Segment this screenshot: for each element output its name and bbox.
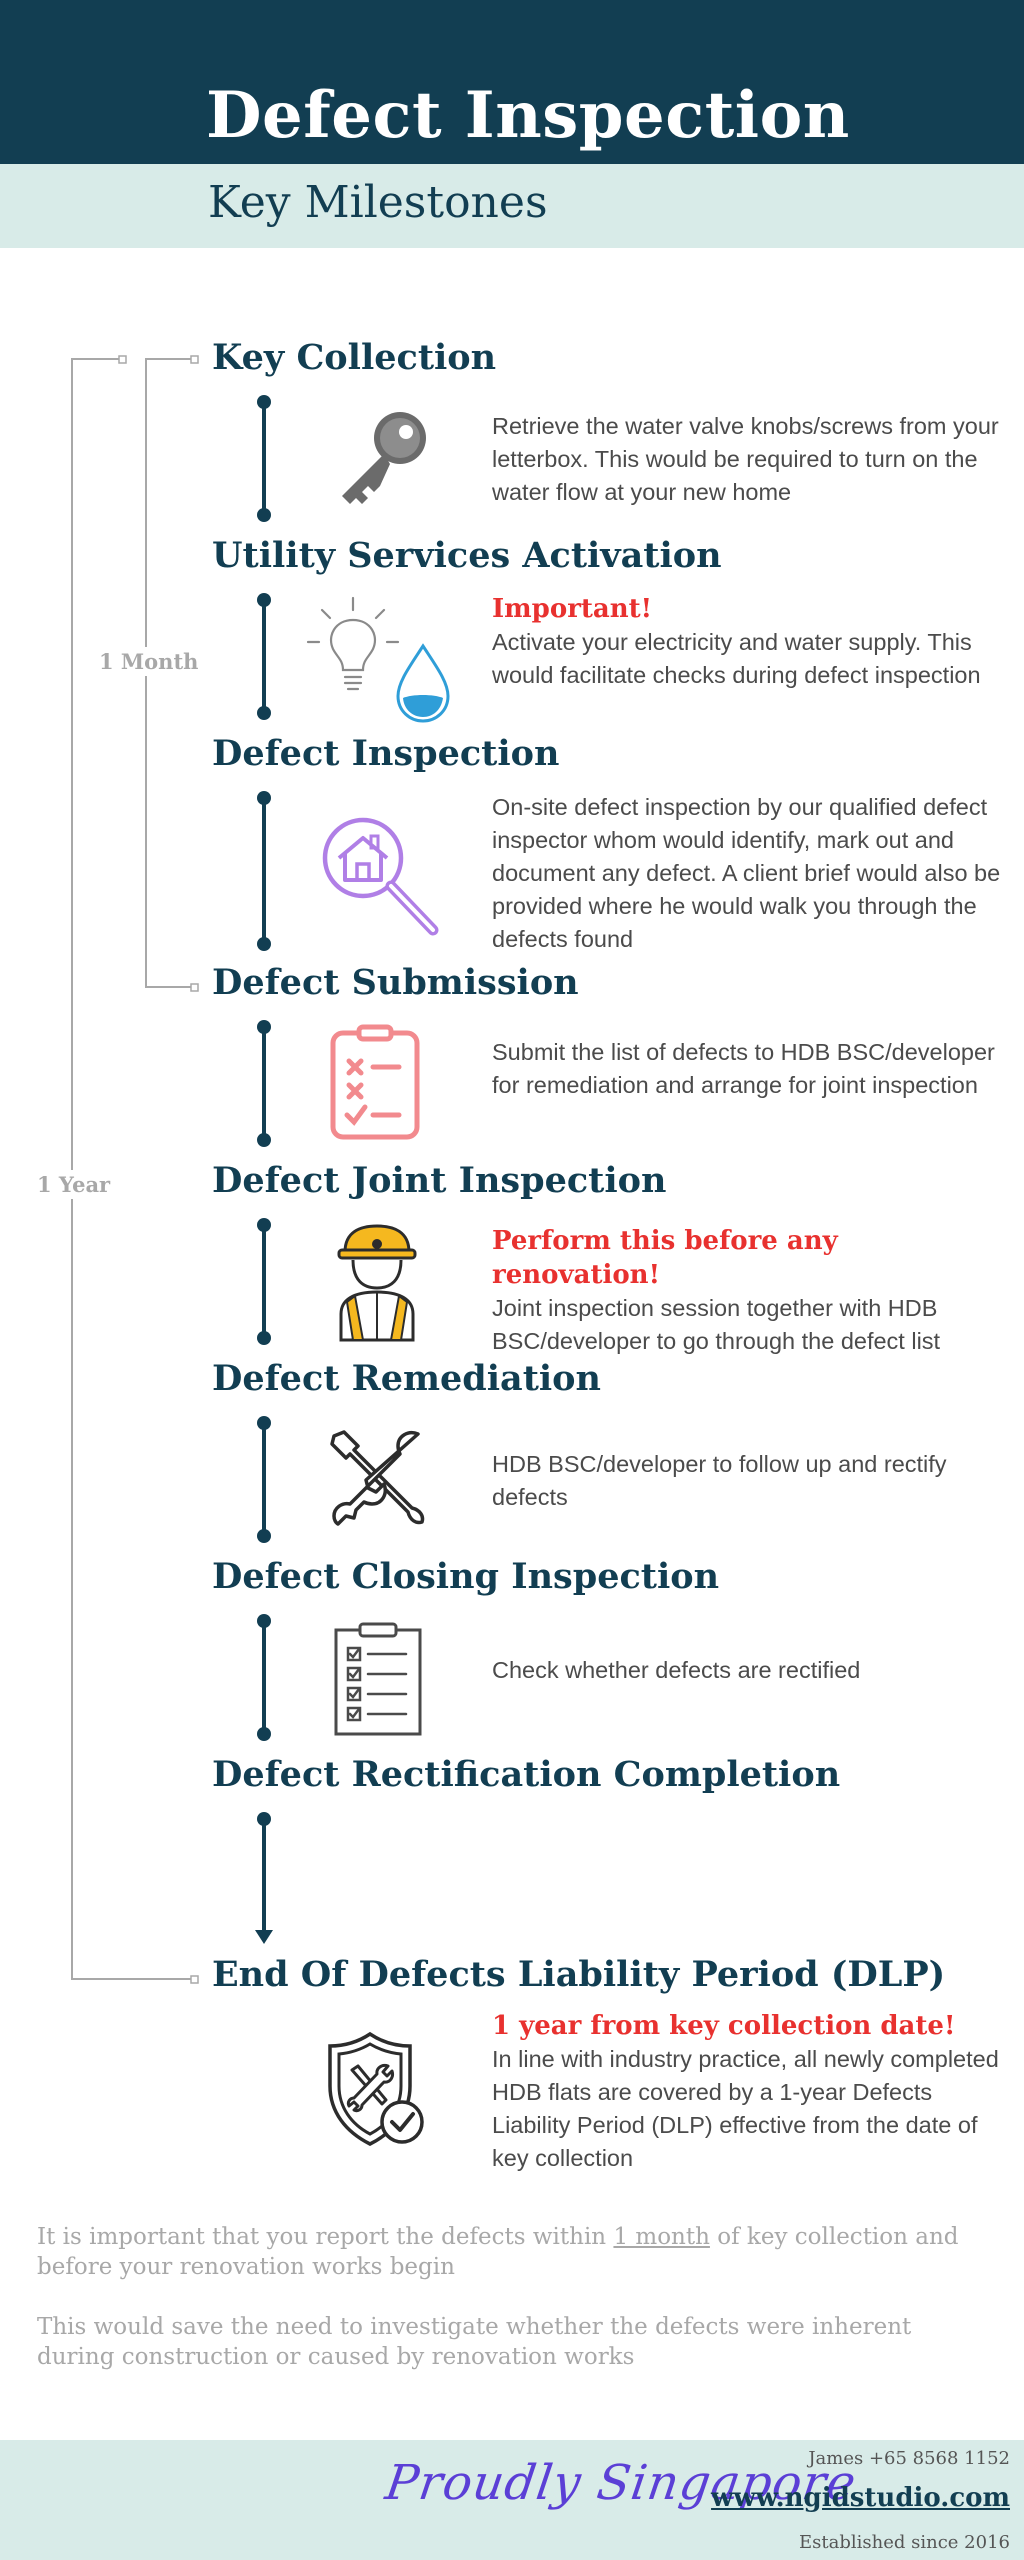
page-title: Defect Inspection [206,78,850,153]
established-text: Established since 2016 [799,2532,1010,2553]
step-description: Retrieve the water valve knobs/screws fr… [492,413,999,505]
timeline-segment [262,1225,266,1338]
timeline-dot [257,1133,271,1147]
contact-phone: James +65 8568 1152 [808,2448,1010,2469]
header-banner [0,0,1024,164]
step-title-defect-submission: Defect Submission [212,962,579,1003]
timeline-segment [262,798,266,944]
construction-worker-icon [337,1224,417,1342]
timeline-segment [262,402,266,515]
step-title-defect-remediation: Defect Remediation [212,1358,601,1399]
timeline-dot [257,937,271,951]
timeline-dot [257,706,271,720]
step-description: Submit the list of defects to HDB BSC/de… [492,1039,995,1098]
timeline-dot [257,1331,271,1345]
step-description: 1 year from key collection date!In line … [492,2009,1002,2175]
timeline-segment [262,1819,266,1939]
timeline-dot [257,508,271,522]
step-title-utility-activation: Utility Services Activation [212,535,722,576]
timeline-dot [257,1529,271,1543]
step-description: Perform this before any renovation!Joint… [492,1224,1002,1358]
checklist-clipboard-icon [330,1024,420,1140]
timeline-segment [262,1621,266,1734]
one-month-label: 1 Month [97,647,201,676]
timeline-dot [257,1727,271,1741]
one-year-label: 1 Year [35,1170,113,1199]
footer-band [0,2440,1024,2560]
timeline-segment [262,1423,266,1536]
step-title-end-of-dlp: End Of Defects Liability Period (DLP) [212,1954,946,1995]
step-title-defect-rectification-completion: Defect Rectification Completion [212,1754,841,1795]
shield-tools-check-icon [328,2031,424,2146]
lightbulb-water-drop-icon [306,596,450,723]
timeline-segment [262,1027,266,1140]
timeline-arrow-head [255,1930,273,1944]
note-save-investigation: This would save the need to investigate … [37,2314,912,2370]
clipboard-checklist-icon [334,1622,422,1736]
step-description: On-site defect inspection by our qualifi… [492,794,1001,952]
important-alert: Important! [492,594,653,624]
house-magnifier-icon [322,817,439,936]
renovation-alert: Perform this before any renovation! [492,1226,838,1290]
step-title-defect-joint-inspection: Defect Joint Inspection [212,1160,667,1201]
dlp-alert: 1 year from key collection date! [492,2011,956,2041]
wrench-screwdriver-icon [330,1430,425,1526]
step-title-defect-closing-inspection: Defect Closing Inspection [212,1556,720,1597]
key-icon [342,412,426,504]
header-subtitle-band [0,164,1024,248]
step-description: HDB BSC/developer to follow up and recti… [492,1451,947,1510]
step-description: Important!Activate your electricity and … [492,592,1002,692]
step-title-defect-inspection: Defect Inspection [212,733,560,774]
note-report-within-month: It is important that you report the defe… [37,2224,959,2280]
step-description: Check whether defects are rectified [492,1657,861,1683]
step-title-key-collection: Key Collection [212,337,497,378]
note-highlight: 1 month [613,2224,710,2250]
timeline-segment [262,600,266,713]
website-link[interactable]: www.ngidstudio.com [711,2483,1010,2513]
page-subtitle: Key Milestones [208,177,548,228]
